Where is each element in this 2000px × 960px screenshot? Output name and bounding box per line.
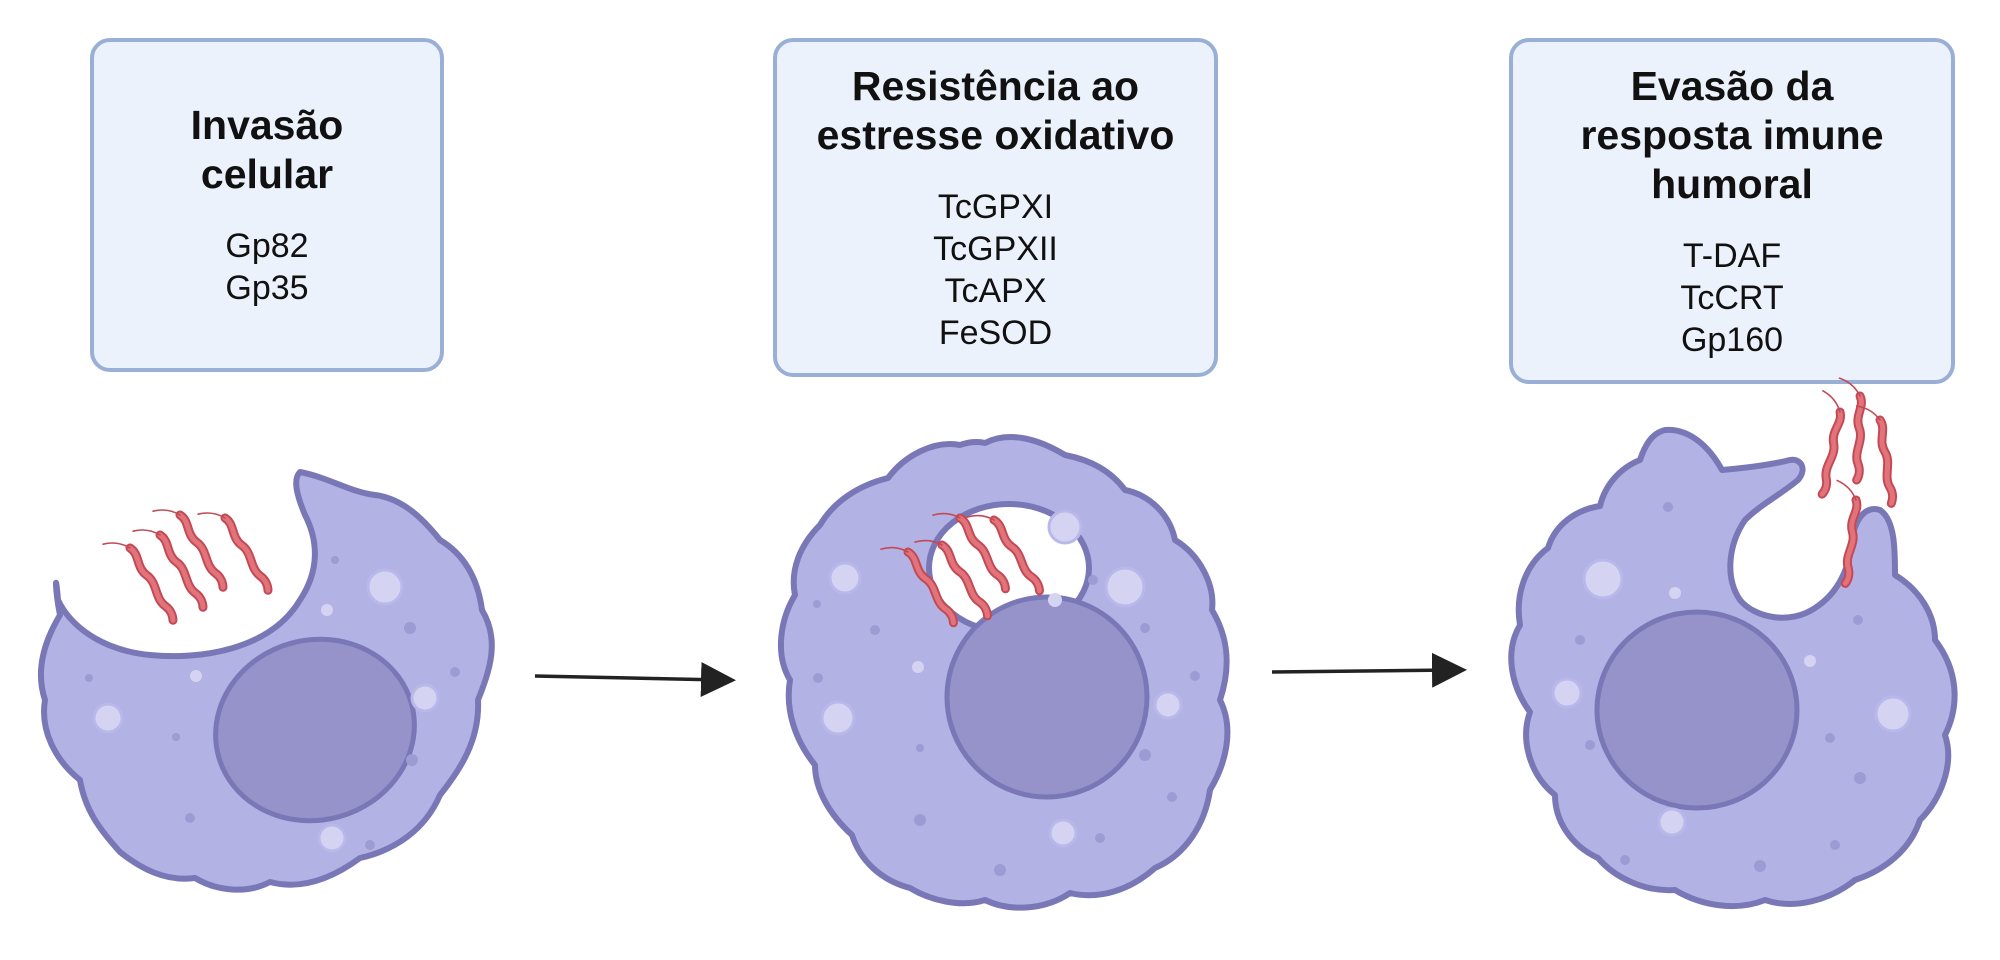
protein-item: Gp35 — [225, 269, 309, 307]
trypanosome-parasite-icon — [103, 498, 270, 632]
arrow-right-icon — [534, 662, 736, 698]
nucleus-icon — [1594, 609, 1800, 811]
protein-item: FeSOD — [938, 313, 1053, 352]
protein-item: TcCRT — [1680, 278, 1784, 317]
panel-title: Evasão da resposta imune humoral — [1580, 62, 1883, 209]
nucleus-icon — [944, 594, 1150, 800]
nucleus-icon — [213, 636, 417, 824]
panel-title-line: celular — [200, 151, 334, 197]
protein-list: Gp82 Gp35 — [225, 225, 308, 309]
panel-invasion-box: Invasão celular Gp82 Gp35 — [90, 38, 444, 372]
protein-list: TcGPXI TcGPXII TcAPX FeSOD — [933, 186, 1058, 354]
protein-item: TcGPXI — [937, 187, 1054, 226]
panel-title-line: Evasão da — [1630, 62, 1834, 109]
panel-title: Resistência ao estresse oxidativo — [817, 62, 1175, 160]
panel-title-line: humoral — [1651, 160, 1813, 207]
arrow-right-icon — [1271, 652, 1467, 688]
macrophage-cell-icon — [777, 434, 1231, 911]
protein-item: TcAPX — [944, 271, 1047, 310]
panel-immune-evasion-box: Evasão da resposta imune humoral T-DAF T… — [1509, 38, 1955, 384]
protein-list: T-DAF TcCRT Gp160 — [1680, 235, 1783, 361]
protein-item: TcGPXII — [933, 229, 1058, 268]
protein-item: Gp82 — [225, 227, 309, 265]
macrophage-cell-icon — [37, 469, 495, 893]
panel-title-line: Resistência ao — [851, 62, 1140, 109]
protein-item: Gp160 — [1680, 320, 1784, 359]
protein-item: T-DAF — [1682, 236, 1782, 275]
panel-title-line: resposta imune — [1580, 111, 1884, 158]
panel-title-line: estresse oxidativo — [816, 111, 1175, 158]
panel-title-line: Invasão — [190, 102, 344, 148]
macrophage-cell-icon — [1508, 426, 1958, 909]
panel-oxidative-stress-box: Resistência ao estresse oxidativo TcGPXI… — [773, 38, 1218, 377]
panel-title: Invasão celular — [191, 101, 344, 199]
